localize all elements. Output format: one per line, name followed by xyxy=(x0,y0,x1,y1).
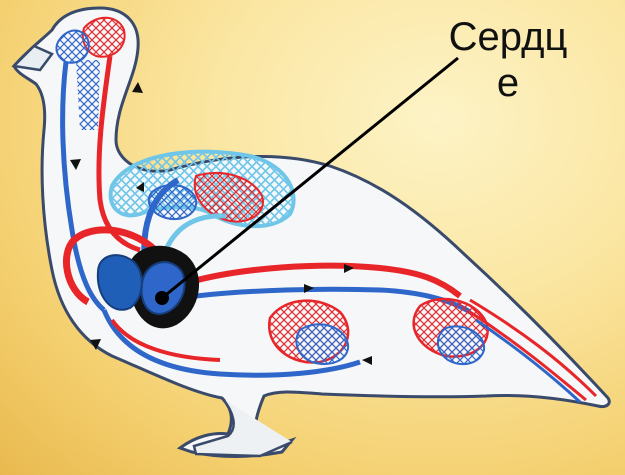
heart-pointer-dot xyxy=(155,291,169,305)
heart-label-line2: е xyxy=(418,60,598,106)
heart-label: Сердц е xyxy=(418,14,598,106)
neck-capillaries xyxy=(76,60,100,130)
heart-label-line1: Сердц xyxy=(418,14,598,60)
